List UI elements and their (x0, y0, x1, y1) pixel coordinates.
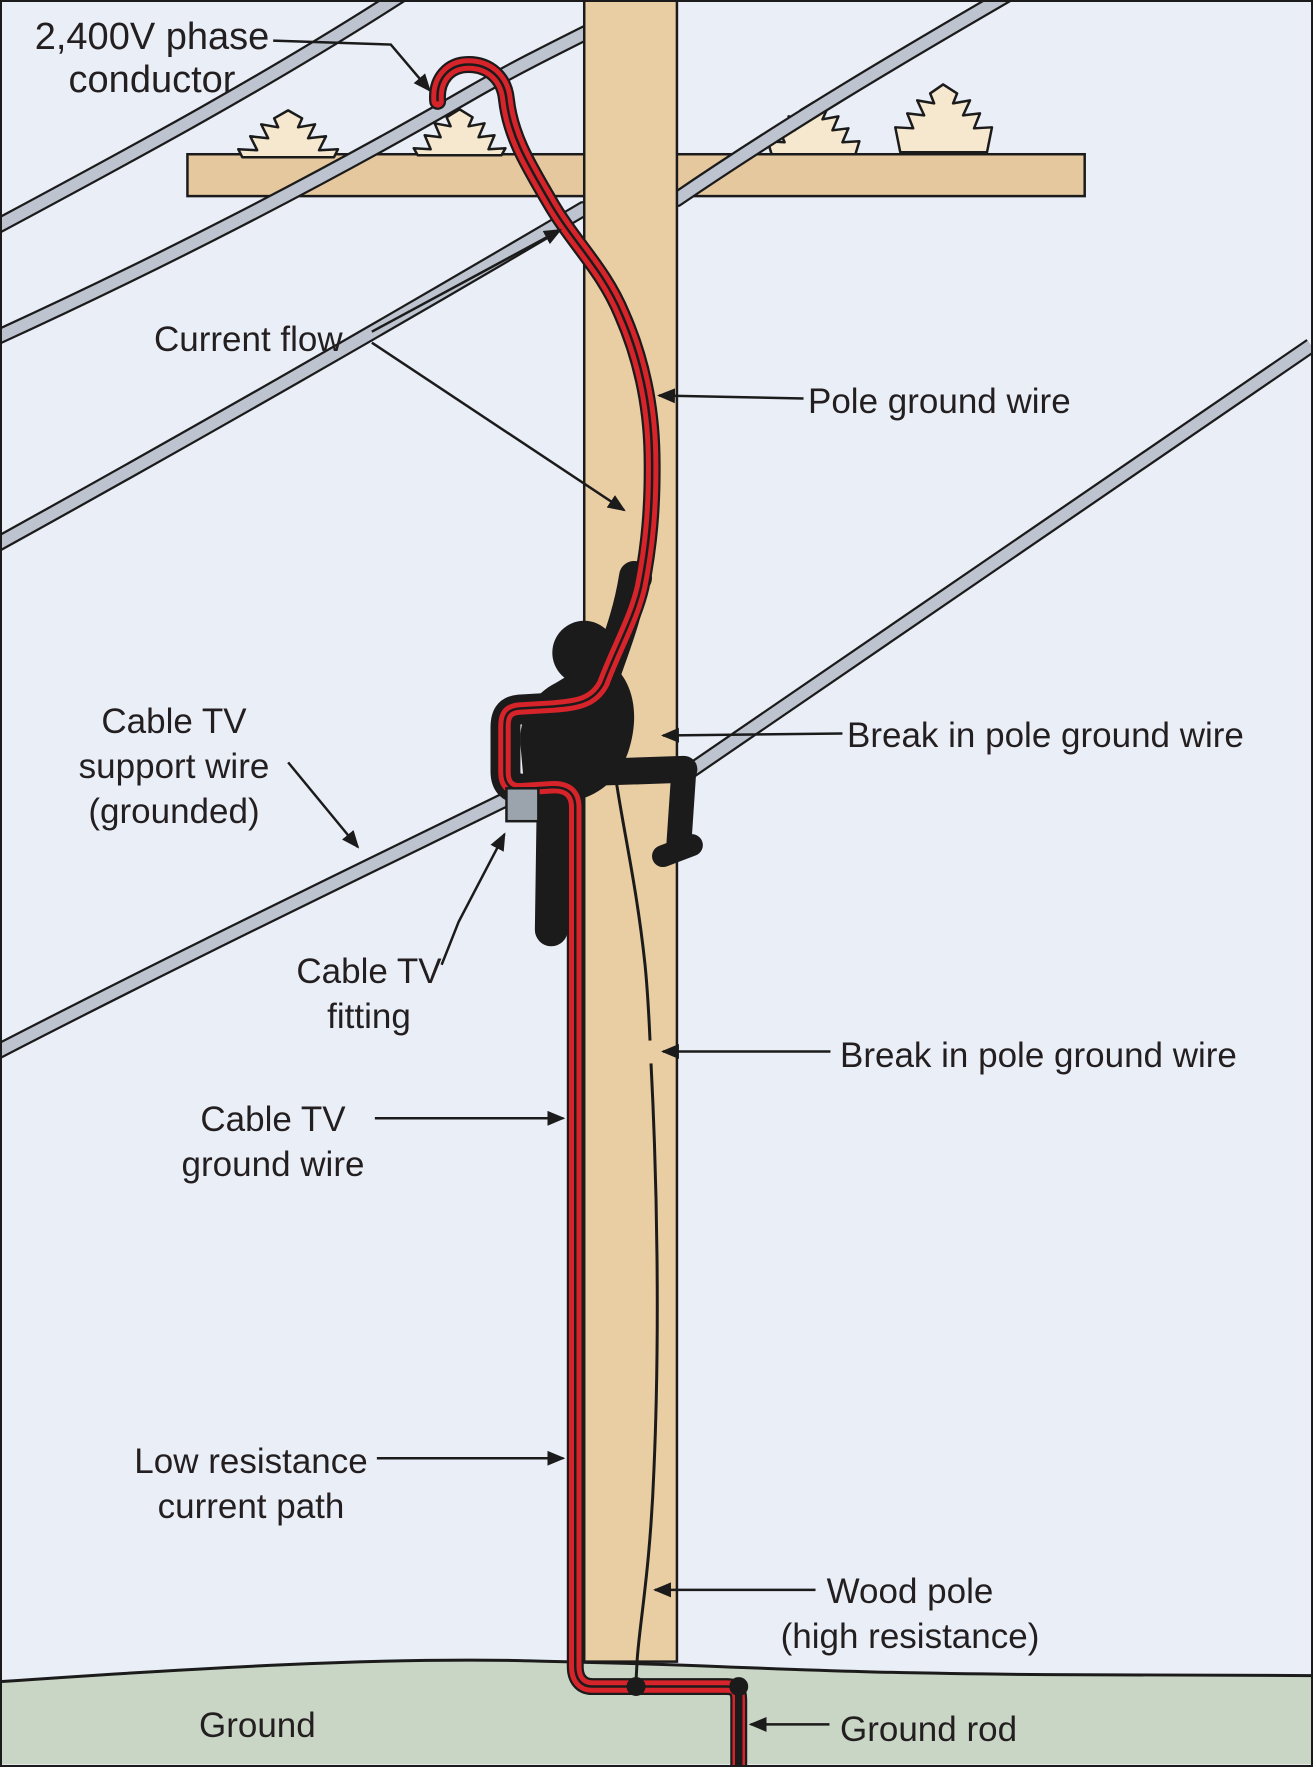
leader-cable-tv-fitting (440, 832, 506, 966)
insulator (237, 83, 994, 159)
climber-right-thigh (580, 755, 698, 786)
label-wood-pole: Wood pole (high resistance) (780, 1572, 1040, 1656)
label-current-flow: Current flow (154, 320, 343, 359)
label-phase-conductor: 2,400V phase conductor (34, 16, 270, 101)
ground-area (2, 1660, 1311, 1765)
power-line-upper-left (2, 2, 405, 233)
pole-ground-wire-middle-segment (612, 766, 652, 1041)
climber-right-foot (652, 834, 703, 868)
climber-left-leg (534, 775, 570, 947)
label-break-top: Break in pole ground wire (847, 716, 1244, 755)
phase-conductor-wire (2, 23, 594, 344)
label-ground: Ground (199, 1706, 316, 1745)
label-pole-ground-wire: Pole ground wire (808, 382, 1071, 421)
leader-phase-conductor (273, 39, 431, 92)
leader-cable-tv-support (287, 761, 360, 849)
pole-ground-wire-lower-segment (634, 1063, 659, 1681)
cable-tv-fitting (505, 787, 540, 823)
label-cable-tv-support: Cable TV support wire (grounded) (78, 702, 270, 831)
power-line-right (2, 2, 1011, 551)
label-cable-tv-ground: Cable TV ground wire (181, 1100, 365, 1184)
wood-pole (582, 2, 679, 1663)
ground-surface-line (2, 1658, 1311, 1684)
current-flow-path (429, 56, 748, 1765)
cable-tv-support-wire (2, 339, 1311, 1059)
climber-right-shin (666, 756, 697, 856)
label-low-resistance: Low resistance current path (134, 1442, 368, 1526)
label-ground-rod: Ground rod (840, 1710, 1018, 1749)
label-cable-tv-fitting: Cable TV fitting (296, 952, 442, 1036)
label-break-bottom: Break in pole ground wire (840, 1036, 1237, 1075)
junction-dot-pole-wire (626, 1677, 646, 1697)
leader-current-flow-upper (371, 228, 563, 333)
leader-current-flow-lower (371, 341, 626, 512)
leader-break-top (660, 727, 843, 743)
leader-pole-ground-wire (656, 388, 804, 404)
junction-dot-ground-rod (729, 1677, 749, 1697)
